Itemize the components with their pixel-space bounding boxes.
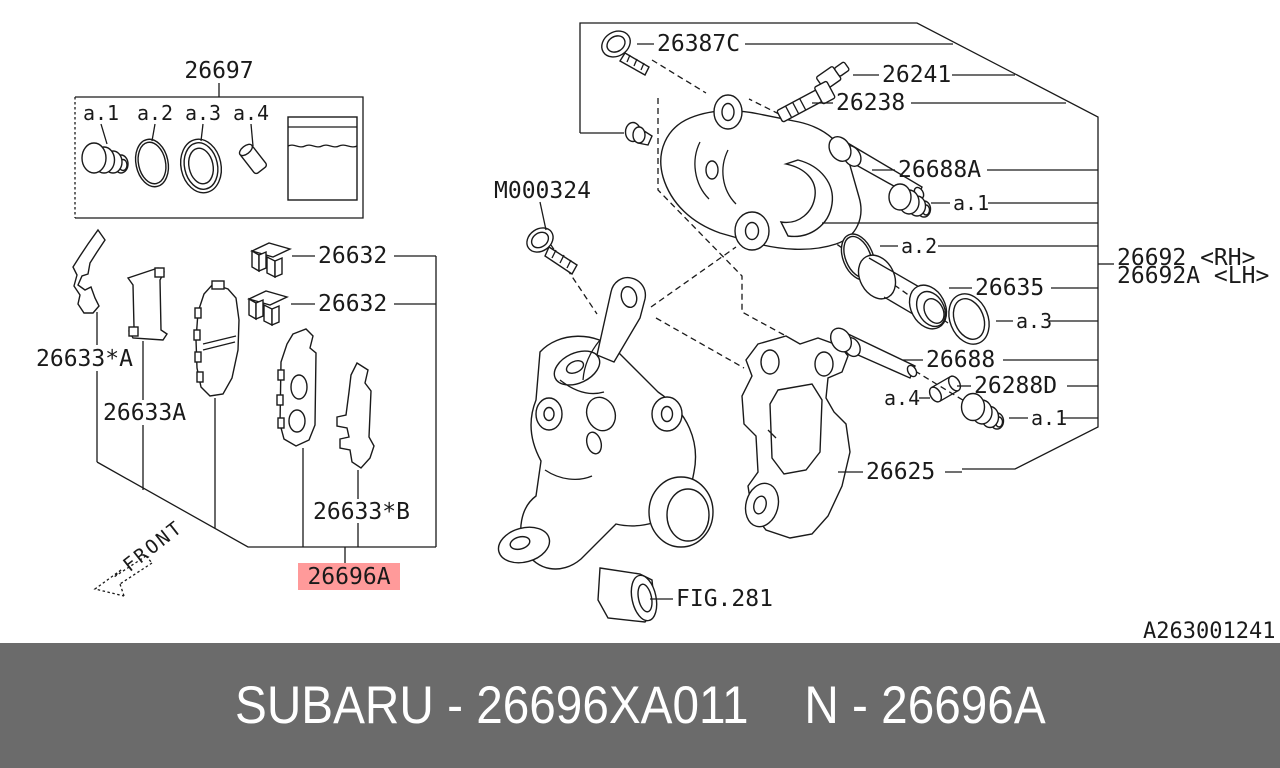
label-piston: 26635 — [975, 275, 1044, 301]
pads-leader-lines — [96, 255, 437, 563]
highlighted-part-box[interactable] — [298, 563, 400, 590]
brake-pad-drawing — [193, 280, 240, 397]
label-kit-a3: a.3 — [185, 101, 221, 125]
label-kit: 26697 — [184, 58, 253, 84]
kit-sleeve-a4-drawing — [238, 123, 268, 175]
label-sleeve: 26288D — [974, 373, 1057, 399]
caliper-support-drawing — [741, 335, 851, 539]
pad-clip-upper-drawing — [250, 242, 292, 279]
guide-bolt-drawing — [776, 80, 836, 123]
pin-boot-upper-drawing — [888, 183, 932, 218]
label-shim-inner: 26633*B — [313, 499, 410, 525]
label-guide-bolt: 26238 — [836, 90, 905, 116]
caliper-body-drawing — [660, 94, 862, 251]
footer-banner: SUBARU - 26696XA011 N - 26696A — [0, 643, 1280, 768]
outer-shim-drawing — [72, 228, 106, 314]
label-clip-upper: 26632 — [318, 243, 387, 269]
label-knuckle-bolt: M000324 — [494, 178, 591, 204]
label-clip-lower: 26632 — [318, 291, 387, 317]
label-shim-set: 26633A — [103, 400, 186, 426]
drawing-number: A263001241 — [1143, 619, 1275, 643]
label-pin-upper: 26688A — [898, 157, 981, 183]
label-caliper-rh: 26692 <RH> — [1117, 245, 1255, 271]
label-boot-lower: a.1 — [1031, 406, 1067, 430]
mount-bolt-2-drawing — [624, 121, 653, 146]
label-caliper-lh: 26692A <LH> — [1117, 263, 1269, 289]
brake-pad-inner-drawing — [276, 328, 317, 447]
kit-ring-a2-drawing — [134, 123, 170, 188]
label-dust-seal-a3: a.3 — [1016, 309, 1052, 333]
label-bleeder: 26241 — [882, 62, 951, 88]
piston-drawing — [857, 254, 948, 330]
knuckle-drawing — [497, 276, 714, 623]
label-kit-a4: a.4 — [233, 101, 269, 125]
pin-boot-lower-drawing — [960, 392, 1005, 430]
inner-shim-plate-drawing — [126, 267, 168, 341]
banner-brand-part: SUBARU - 26696XA011 — [234, 676, 749, 735]
label-pin-lower: 26688 — [926, 347, 995, 373]
label-sleeve-a4: a.4 — [884, 386, 920, 410]
kit-seal-a3-drawing — [179, 123, 223, 194]
banner-catalog-number: N - 26696A — [803, 676, 1046, 735]
kit-boot-drawing — [81, 123, 129, 174]
label-support: 26625 — [866, 459, 935, 485]
highlighted-part-label-26696A[interactable]: 26696A — [307, 564, 390, 590]
caliper-group-bracket — [579, 22, 1114, 600]
label-figure-ref: FIG.281 — [676, 586, 773, 612]
mount-bolt-drawing — [601, 30, 650, 76]
label-seal-a2: a.2 — [901, 234, 937, 258]
label-mount-bolt: 26387C — [657, 31, 740, 57]
kit-grease-packet-drawing — [287, 116, 358, 201]
repair-kit-box — [74, 83, 364, 219]
dust-seal-drawing — [948, 293, 990, 345]
parts-diagram: FRONT — [36, 22, 1276, 644]
knuckle-bolt-drawing — [526, 201, 578, 276]
label-kit-a1: a.1 — [83, 101, 119, 125]
lock-pin-lower-drawing — [829, 327, 918, 379]
label-shim-outer: 26633*A — [36, 346, 133, 372]
inner-shim-b-drawing — [336, 361, 375, 469]
label-boot-upper: a.1 — [953, 191, 989, 215]
footer-banner-text: SUBARU - 26696XA011 N - 26696A — [235, 675, 1046, 736]
label-kit-a2: a.2 — [137, 101, 173, 125]
pin-sleeve-drawing — [928, 375, 962, 403]
